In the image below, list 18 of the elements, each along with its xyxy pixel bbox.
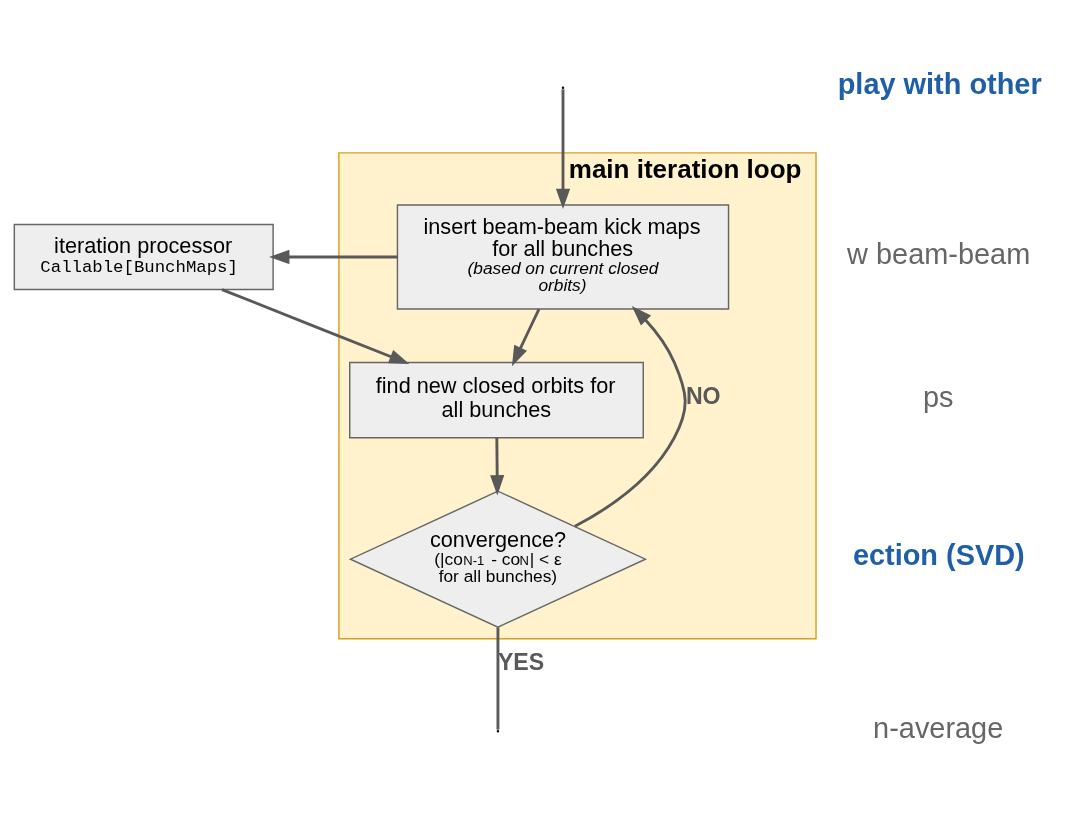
label: ection (SVD) xyxy=(852,538,1025,571)
label: n-average xyxy=(873,711,1004,744)
edge-label: NO xyxy=(685,382,721,409)
arrow xyxy=(574,305,687,528)
arrow xyxy=(555,88,571,209)
arrow xyxy=(511,307,541,366)
arrow xyxy=(221,287,410,364)
arrow xyxy=(490,437,505,495)
node-box: find new closed orbits for all bunches xyxy=(349,361,644,438)
node-box: iteration processor Callable[BunchMaps] xyxy=(13,223,274,290)
arrow xyxy=(269,249,398,264)
node-diamond: convergence? (|coN-1 - coN| < ε for all bunches) xyxy=(348,489,648,628)
label: play with other xyxy=(837,67,1042,100)
label: ps xyxy=(923,380,954,413)
connector xyxy=(496,626,500,730)
label: w beam-beam xyxy=(847,237,1031,270)
node-box: insert beam-beam kick maps for all bunches (based on current closed orbits) xyxy=(396,203,730,310)
edge-label: YES xyxy=(497,648,545,675)
